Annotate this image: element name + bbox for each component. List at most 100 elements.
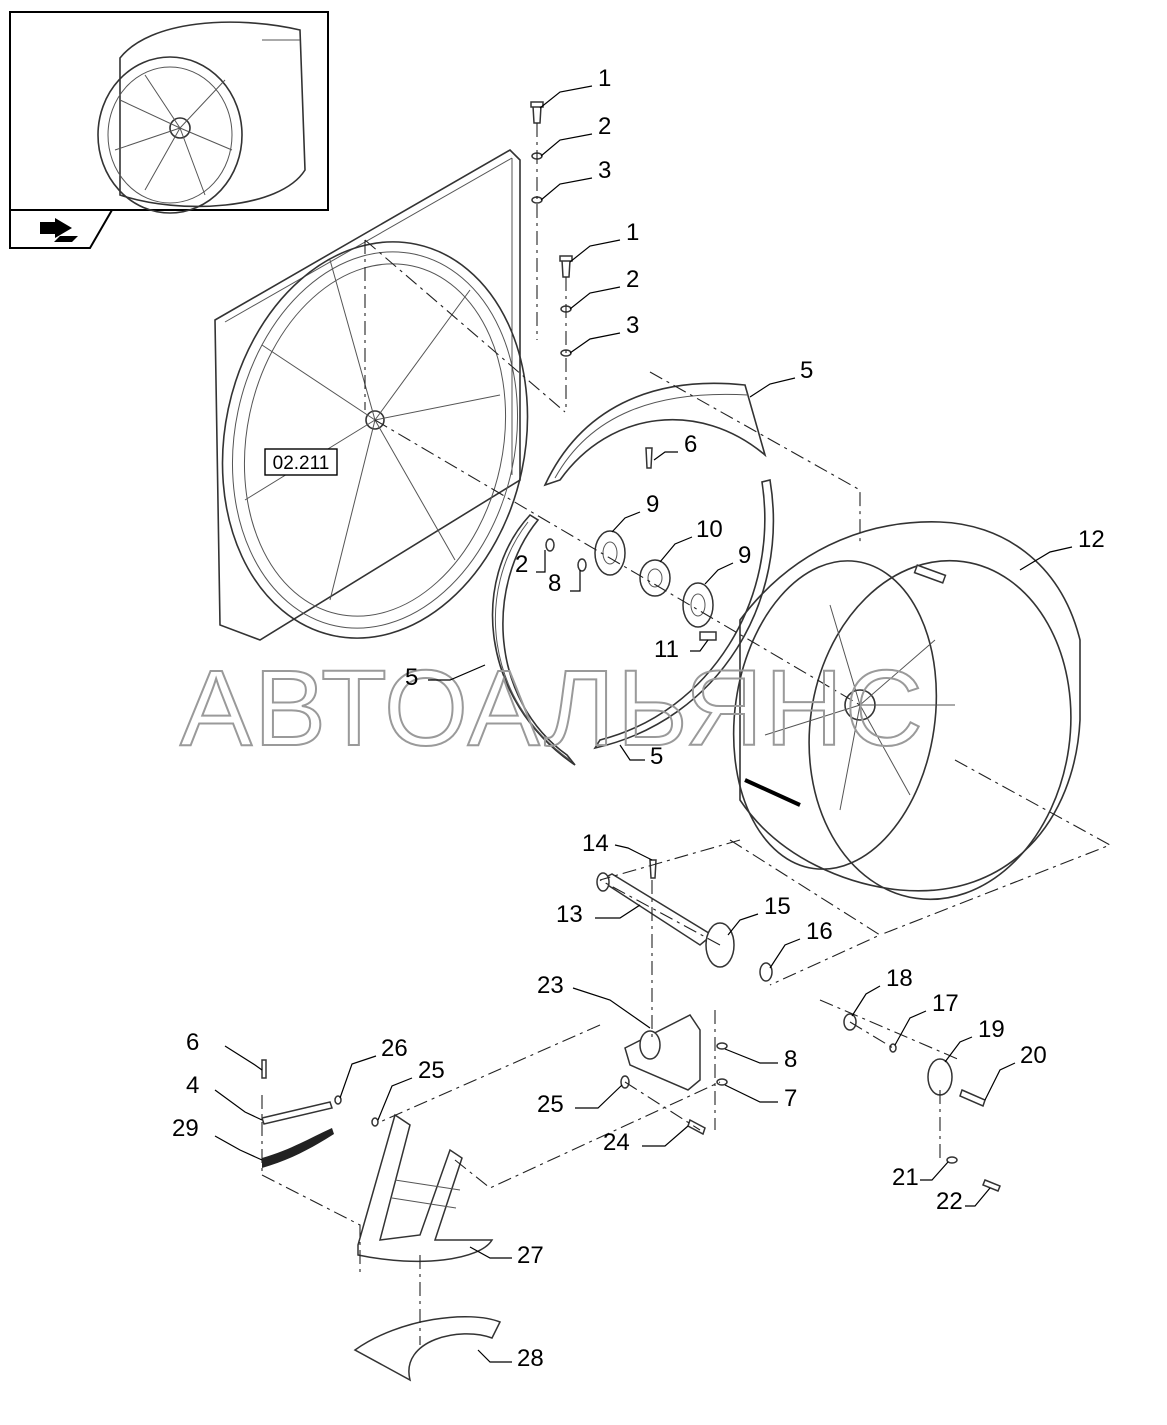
reference-box[interactable]: 02.211 [264, 448, 338, 476]
callout-label-c15[interactable]: 15 [764, 893, 791, 920]
callout-label-c16[interactable]: 16 [806, 918, 833, 945]
callout-leader-c25a [575, 1084, 623, 1109]
callout-leader-c20 [984, 1062, 1016, 1101]
callout-label-c17[interactable]: 17 [932, 990, 959, 1017]
thumbnail-drum [97, 21, 306, 214]
callout-leader-c8b [724, 1048, 778, 1064]
callout-leader-c25b [377, 1077, 413, 1121]
callout-label-c2a[interactable]: 2 [598, 113, 611, 140]
callout-leader-c14 [614, 844, 653, 861]
callout-leader-c13 [595, 904, 641, 919]
callout-leader-c21 [920, 1161, 949, 1181]
callout-leader-c10 [659, 536, 693, 563]
callout-leader-c3b [569, 332, 621, 354]
callout-leader-c5c [619, 744, 645, 761]
callout-label-c7[interactable]: 7 [784, 1085, 797, 1112]
callout-leader-c3a [540, 177, 593, 201]
callout-label-c10[interactable]: 10 [696, 516, 723, 543]
callout-leader-c19 [944, 1036, 973, 1063]
callout-leader-c26 [339, 1055, 377, 1099]
bottom-shield [353, 1315, 502, 1382]
callout-leader-c11 [690, 639, 709, 652]
callout-leader-c27 [469, 1246, 512, 1259]
callout-leader-c6a [653, 451, 678, 461]
callout-label-c26[interactable]: 26 [381, 1035, 408, 1062]
callout-label-c1b[interactable]: 1 [626, 219, 639, 246]
callout-label-c8a[interactable]: 8 [548, 570, 561, 597]
callout-label-c28[interactable]: 28 [517, 1345, 544, 1372]
callout-label-c4[interactable]: 4 [186, 1072, 199, 1099]
callout-leader-c5b [428, 664, 486, 681]
callout-label-c19[interactable]: 19 [978, 1016, 1005, 1043]
bearing-bracket [620, 1014, 728, 1136]
pin-6-upper [645, 447, 653, 469]
callout-label-c9b[interactable]: 9 [738, 542, 751, 569]
callout-label-c8b[interactable]: 8 [784, 1046, 797, 1073]
callout-label-c25a[interactable]: 25 [537, 1091, 564, 1118]
callout-label-c5a[interactable]: 5 [800, 357, 813, 384]
ring-segment-upper [543, 382, 767, 487]
callout-leader-c17 [894, 1010, 927, 1046]
callout-leader-c18 [851, 985, 881, 1017]
right-hardware [843, 1013, 1001, 1192]
callout-label-c5b[interactable]: 5 [405, 664, 418, 691]
callout-label-c21[interactable]: 21 [892, 1164, 919, 1191]
callout-leader-c9b [704, 562, 734, 585]
ring-segment-left [491, 513, 576, 766]
callout-leader-c2a [540, 133, 593, 157]
callout-leader-c4 [214, 1089, 263, 1121]
callout-leader-c29 [214, 1135, 263, 1161]
callout-label-c27[interactable]: 27 [517, 1242, 544, 1269]
strip-parts [261, 1059, 379, 1168]
reference-tag: 02.211 [273, 453, 330, 474]
callout-leader-c22 [965, 1187, 991, 1207]
callout-label-c25b[interactable]: 25 [418, 1057, 445, 1084]
hub-parts [545, 530, 717, 641]
callout-leader-c2c [536, 550, 546, 573]
fan-frame-panel [214, 149, 529, 641]
callout-label-c1a[interactable]: 1 [598, 65, 611, 92]
callout-leader-c28 [477, 1349, 512, 1363]
callout-leader-c6b [224, 1045, 263, 1071]
callout-leader-c15 [727, 913, 759, 936]
callout-label-c11[interactable]: 11 [654, 636, 679, 663]
callout-label-c9a[interactable]: 9 [646, 491, 659, 518]
nav-arrow-button[interactable] [9, 209, 114, 249]
bolt-stack-upper [530, 101, 544, 340]
callout-label-c14[interactable]: 14 [582, 830, 609, 857]
thumbnail-inset [9, 11, 329, 214]
callout-leader-c7 [724, 1084, 778, 1103]
callout-label-c3a[interactable]: 3 [598, 157, 611, 184]
callout-label-c29[interactable]: 29 [172, 1115, 199, 1142]
callout-label-c2b[interactable]: 2 [626, 266, 639, 293]
callout-label-c6b[interactable]: 6 [186, 1029, 199, 1056]
callout-label-c3b[interactable]: 3 [626, 312, 639, 339]
callout-label-c24[interactable]: 24 [603, 1129, 630, 1156]
callout-leader-c2b [569, 286, 621, 310]
callout-leader-c1b [569, 239, 621, 263]
watermark: АВТОАЛЬЯНС [180, 647, 925, 768]
assembly-lines [261, 239, 1112, 1345]
callout-label-c22[interactable]: 22 [936, 1188, 963, 1215]
fan-drum [732, 521, 1081, 901]
callout-leader-c12 [1019, 546, 1073, 571]
callout-leader-c8a [570, 570, 581, 592]
callout-leader-c16 [769, 938, 801, 969]
callout-label-c6a[interactable]: 6 [684, 431, 697, 458]
callout-leader-c9a [611, 511, 641, 533]
return-arrow-icon [40, 218, 78, 242]
callout-label-c12[interactable]: 12 [1078, 526, 1105, 553]
callout-label-c13[interactable]: 13 [556, 901, 583, 928]
ring-segment-right [593, 479, 775, 750]
callout-label-c5c[interactable]: 5 [650, 743, 663, 770]
callout-leader-c24 [642, 1125, 689, 1147]
callout-label-c2c[interactable]: 2 [515, 551, 528, 578]
bolt-stack-lower [559, 255, 573, 412]
callout-leader-c1a [539, 85, 593, 109]
callout-label-c23[interactable]: 23 [537, 972, 564, 999]
callout-leader-c5a [749, 377, 796, 398]
callout-label-c18[interactable]: 18 [886, 965, 913, 992]
callout-label-c20[interactable]: 20 [1020, 1042, 1047, 1069]
shaft-assembly [596, 859, 773, 982]
